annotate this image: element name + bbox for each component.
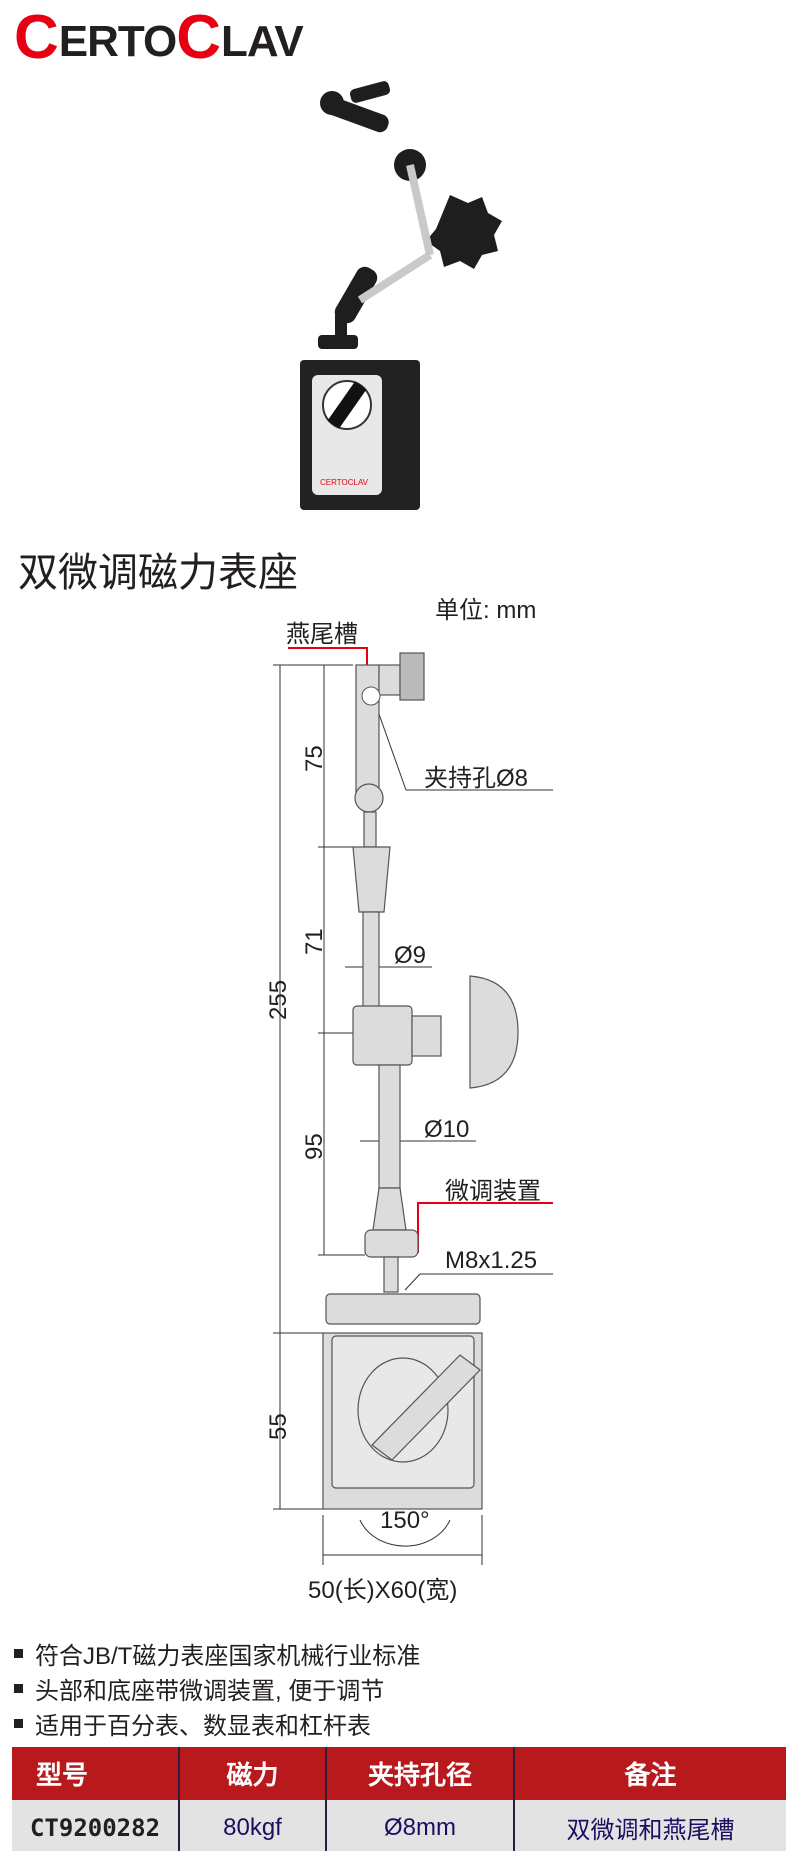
bullet-icon xyxy=(14,1684,23,1693)
feature-item: 符合JB/T磁力表座国家机械行业标准 xyxy=(14,1636,420,1671)
thread-label: M8x1.25 xyxy=(445,1247,537,1274)
cell-force: 80kgf xyxy=(179,1800,327,1851)
header-force: 磁力 xyxy=(179,1747,327,1800)
header-model: 型号 xyxy=(12,1747,180,1800)
header-hole: 夹持孔径 xyxy=(326,1747,515,1800)
logo-letter: C xyxy=(14,3,59,72)
dovetail-label: 燕尾槽 xyxy=(286,621,358,648)
base-size-label: 50(长)X60(宽) xyxy=(308,1577,457,1604)
dim-71-label: 71 xyxy=(301,928,328,955)
table-row: CT9200282 80kgf Ø8mm 双微调和燕尾槽 xyxy=(12,1800,786,1851)
dim-95-label: 95 xyxy=(301,1133,328,1160)
table-header-row: 型号 磁力 夹持孔径 备注 xyxy=(12,1747,786,1800)
cell-hole: Ø8mm xyxy=(326,1800,515,1851)
rod-9-label: Ø9 xyxy=(394,942,426,969)
feature-list: 符合JB/T磁力表座国家机械行业标准 头部和底座带微调装置, 便于调节 适用于百… xyxy=(14,1636,420,1741)
feature-text: 符合JB/T磁力表座国家机械行业标准 xyxy=(35,1643,421,1670)
feature-item: 适用于百分表、数显表和杠杆表 xyxy=(14,1706,420,1741)
technical-drawing: 255 75 71 95 55 Ø9 Ø10 M8x1.25 150° 50(长… xyxy=(265,597,553,1604)
feature-text: 头部和底座带微调装置, 便于调节 xyxy=(35,1678,385,1705)
cell-model: CT9200282 xyxy=(12,1800,180,1851)
logo-text: LAV xyxy=(221,17,304,66)
product-photo: CERTOCLAV xyxy=(300,81,502,510)
dim-55-label: 55 xyxy=(265,1413,292,1440)
dim-75-label: 75 xyxy=(301,745,328,772)
fine-adjust-label: 微调装置 xyxy=(445,1178,541,1205)
angle-label: 150° xyxy=(380,1507,430,1534)
rod-10-label: Ø10 xyxy=(424,1116,469,1143)
logo-text: ERTO xyxy=(58,17,177,66)
product-logo-label: CERTOCLAV xyxy=(320,478,369,487)
dim-total-label: 255 xyxy=(265,980,292,1020)
feature-item: 头部和底座带微调装置, 便于调节 xyxy=(14,1671,420,1706)
unit-label: 单位: mm xyxy=(435,597,536,624)
spec-table: 型号 磁力 夹持孔径 备注 CT9200282 80kgf Ø8mm 双微调和燕… xyxy=(12,1747,786,1851)
bullet-icon xyxy=(14,1719,23,1728)
feature-text: 适用于百分表、数显表和杠杆表 xyxy=(35,1713,371,1740)
clamp-hole-label: 夹持孔Ø8 xyxy=(424,765,528,792)
bullet-icon xyxy=(14,1649,23,1658)
product-title: 双微调磁力表座 xyxy=(18,551,298,595)
header-note: 备注 xyxy=(514,1747,786,1800)
cell-note: 双微调和燕尾槽 xyxy=(514,1800,786,1851)
logo-letter: C xyxy=(176,3,221,72)
